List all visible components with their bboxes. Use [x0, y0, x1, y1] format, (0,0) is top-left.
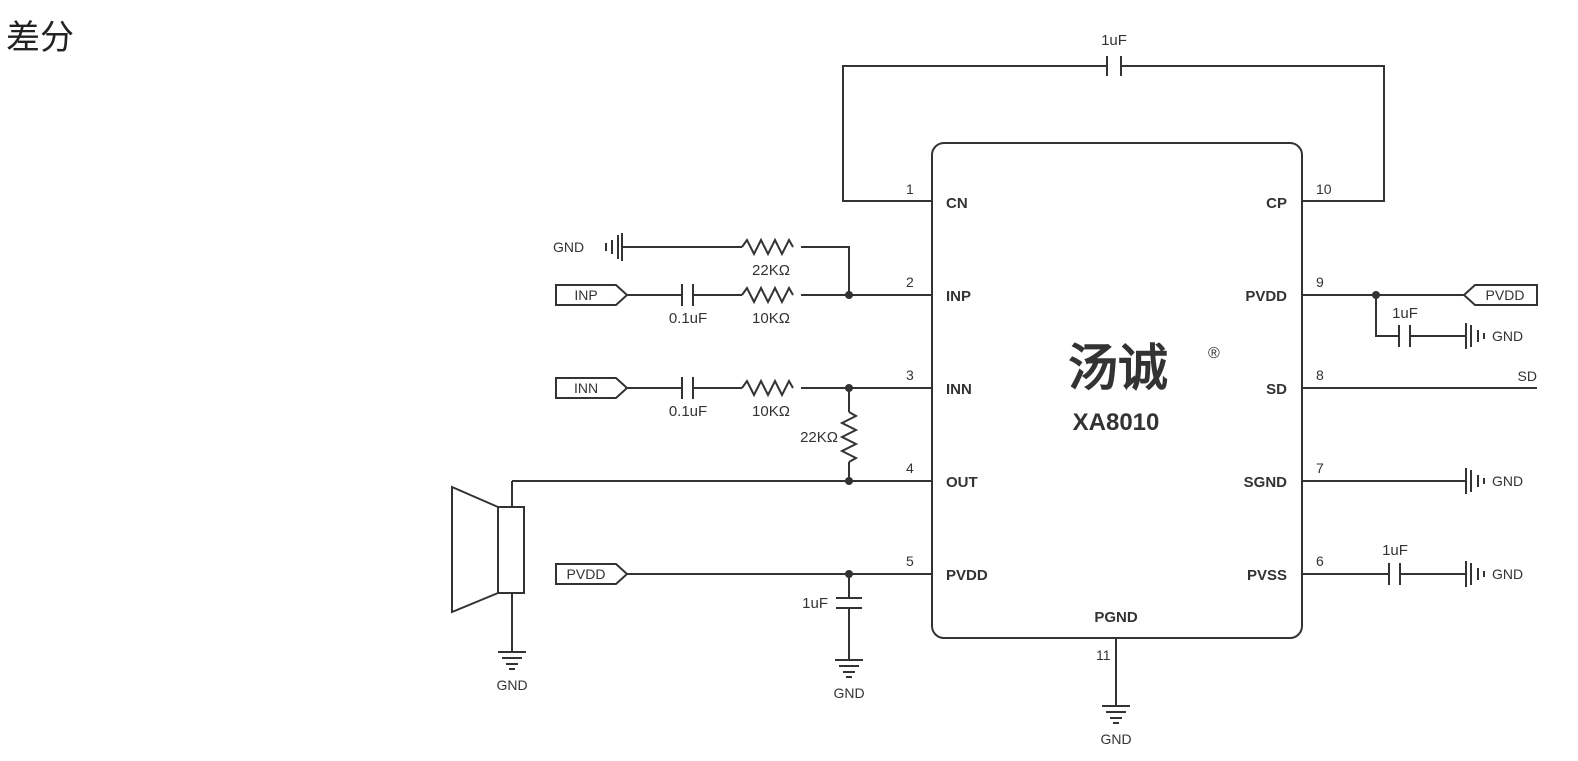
pin-name-cp: CP [1266, 195, 1287, 212]
speaker-network [451, 477, 932, 670]
registered-mark: ® [1208, 345, 1220, 362]
pin-name-pgnd: PGND [1094, 609, 1138, 626]
gnd-label-pgnd: GND [1100, 731, 1131, 747]
sgnd-network [1302, 468, 1485, 494]
cap-inn-label: 0.1uF [669, 403, 707, 420]
cap-inp-label: 0.1uF [669, 310, 707, 327]
pin-name-pvdd-right: PVDD [1245, 288, 1287, 305]
pin-number-4: 4 [906, 460, 914, 476]
pin-number-5: 5 [906, 553, 914, 569]
gnd-label-pvdd-left: GND [833, 685, 864, 701]
chip-logo: 汤诚 [1068, 340, 1168, 396]
cap-top-loop [842, 56, 1385, 202]
pin-number-1: 1 [906, 181, 914, 197]
pvdd-right-network [1302, 291, 1485, 349]
cap-pvdd-left-label: 1uF [802, 595, 828, 612]
res-gnd-inp-label: 22KΩ [752, 262, 790, 279]
pin-name-out: OUT [946, 474, 978, 491]
page-title: 差分 [6, 18, 74, 58]
pvdd-left-port-label: PVDD [567, 566, 606, 582]
pvdd-right-port-label: PVDD [1486, 287, 1525, 303]
cap-top-label: 1uF [1101, 32, 1127, 49]
pin-number-11: 11 [1096, 647, 1111, 663]
pin-number-3: 3 [906, 367, 914, 383]
res-inn-out-label: 22KΩ [800, 429, 838, 446]
pin-name-sd: SD [1266, 381, 1287, 398]
pin-number-7: 7 [1316, 460, 1324, 476]
inn-port-label: INN [574, 380, 598, 396]
pvdd-left-port [555, 563, 629, 585]
cap-pvss-label: 1uF [1382, 542, 1408, 559]
inp-port [555, 284, 629, 306]
pin-name-cn: CN [946, 195, 968, 212]
pin-number-10: 10 [1316, 181, 1332, 197]
inp-network [605, 233, 932, 306]
inn-network [626, 377, 932, 481]
sd-net-label: SD [1518, 368, 1537, 384]
pin-name-sgnd: SGND [1244, 474, 1288, 491]
chip-part-number: XA8010 [1073, 409, 1160, 436]
pin-number-2: 2 [906, 274, 914, 290]
pvdd-left-network [626, 570, 932, 678]
pin-name-pvdd-left: PVDD [946, 567, 988, 584]
gnd-label-inp: GND [553, 239, 584, 255]
gnd-label-pvdd-right: GND [1492, 328, 1523, 344]
cap-pvdd-right-label: 1uF [1392, 305, 1418, 322]
pin-name-inn: INN [946, 381, 972, 398]
inp-port-label: INP [574, 287, 597, 303]
pin-number-9: 9 [1316, 274, 1324, 290]
pvss-network [1302, 561, 1485, 587]
pgnd-network [1102, 638, 1130, 724]
res-inn-label: 10KΩ [752, 403, 790, 420]
pin-name-inp: INP [946, 288, 971, 305]
gnd-label-speaker: GND [496, 677, 527, 693]
gnd-label-sgnd: GND [1492, 473, 1523, 489]
res-inp-label: 10KΩ [752, 310, 790, 327]
pvdd-right-port [1462, 284, 1538, 306]
inn-port [555, 377, 629, 399]
pin-name-pvss: PVSS [1247, 567, 1287, 584]
pin-number-8: 8 [1316, 367, 1324, 383]
pin-number-6: 6 [1316, 553, 1324, 569]
gnd-label-pvss: GND [1492, 566, 1523, 582]
